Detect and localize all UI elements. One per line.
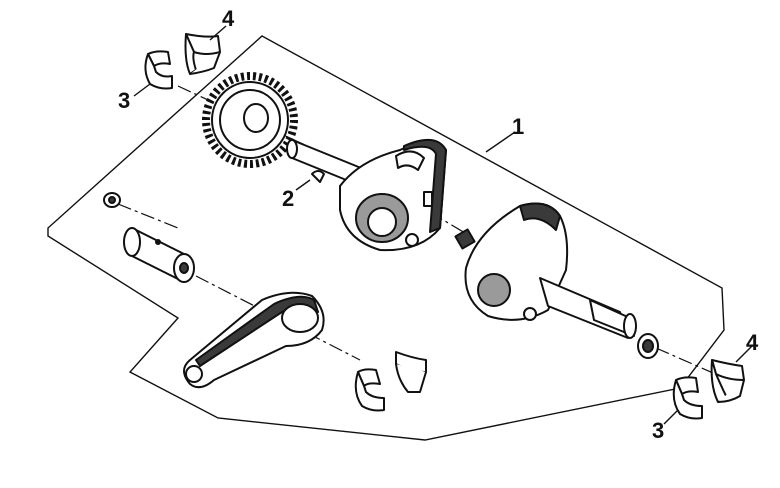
- callout-2-leader: [295, 179, 311, 191]
- crank-pin-small: [103, 192, 121, 208]
- callout-3-leader-top: [133, 83, 151, 97]
- callout-number-3-right: 3: [652, 418, 664, 443]
- axis-line-right: [655, 347, 721, 377]
- callout-number-1: 1: [512, 114, 524, 139]
- callout-number-2: 2: [282, 186, 294, 211]
- crankshaft-right-half: [464, 202, 637, 339]
- bearing-shell-lower-left: [144, 50, 173, 90]
- callout-number-4-top: 4: [222, 6, 235, 31]
- axis-line-pin: [117, 203, 179, 229]
- callout-number-3-top: 3: [118, 88, 130, 113]
- callout-4-leader-right: [735, 345, 753, 363]
- axis-line-pin-2: [195, 275, 361, 361]
- callout-number-4-right: 4: [746, 330, 759, 355]
- bearing-shell-right-upper: [710, 359, 745, 403]
- timing-gear: [202, 72, 298, 168]
- oil-seal-ring: [637, 333, 659, 359]
- bearing-shell-right-lower: [672, 376, 703, 420]
- woodruff-key: [311, 170, 325, 183]
- assembly-boundary-outline: [47, 35, 725, 441]
- callout-1-leader: [485, 131, 516, 153]
- crankshaft-left-half: [286, 139, 447, 252]
- callout-4-leader-top: [209, 25, 227, 41]
- callout-3-leader-right: [663, 409, 679, 425]
- bearing-shell-upper-left: [184, 33, 221, 75]
- bearing-shell-lower-middle: [354, 351, 427, 412]
- crank-nut: [454, 228, 476, 250]
- crank-pin: [123, 227, 195, 283]
- connecting-rod: [183, 291, 325, 389]
